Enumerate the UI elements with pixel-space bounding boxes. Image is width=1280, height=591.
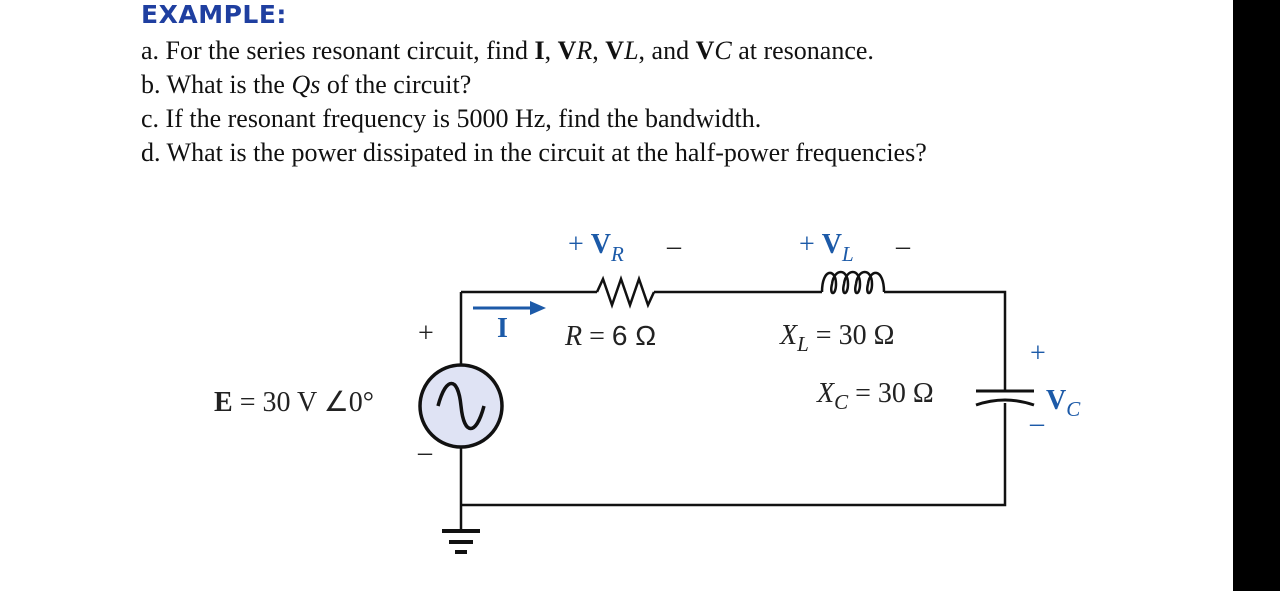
right-black-bar: [1233, 0, 1280, 591]
source-plus: +: [418, 318, 434, 349]
wire-right-bottom: [461, 403, 1007, 507]
capacitor-symbol: [975, 389, 1035, 407]
vl-minus: –: [896, 231, 910, 262]
inductor-reactance: XL = 30 Ω: [780, 320, 895, 356]
source-label: E = 30 V ∠0°: [214, 387, 374, 418]
ground-symbol: [442, 529, 480, 554]
current-label: I: [497, 313, 508, 344]
vl-label: + VL: [799, 229, 854, 266]
vr-label: + VR: [568, 229, 624, 266]
question-d: d. What is the power dissipated in the c…: [141, 138, 927, 167]
wire-top-right: [884, 290, 1007, 391]
inductor-coil: [820, 270, 886, 295]
question-b: b. What is the Qs of the circuit?: [141, 70, 472, 99]
vc-minus: –: [1030, 408, 1044, 439]
question-c: c. If the resonant frequency is 5000 Hz,…: [141, 104, 762, 133]
question-a: a. For the series resonant circuit, find…: [141, 36, 874, 65]
capacitor-reactance: XC = 30 Ω: [817, 378, 934, 414]
vr-minus: –: [667, 231, 681, 262]
vc-plus: +: [1030, 338, 1046, 369]
resistor-zigzag: [595, 275, 656, 309]
source-minus: –: [418, 437, 432, 468]
resistor-value: R = 6 Ω: [565, 320, 657, 352]
circuit-diagram: [418, 270, 1035, 554]
example-heading: EXAMPLE:: [141, 0, 287, 29]
vc-label: VC: [1046, 385, 1081, 421]
ac-source-symbol: [418, 363, 504, 449]
current-arrow: [473, 301, 546, 315]
